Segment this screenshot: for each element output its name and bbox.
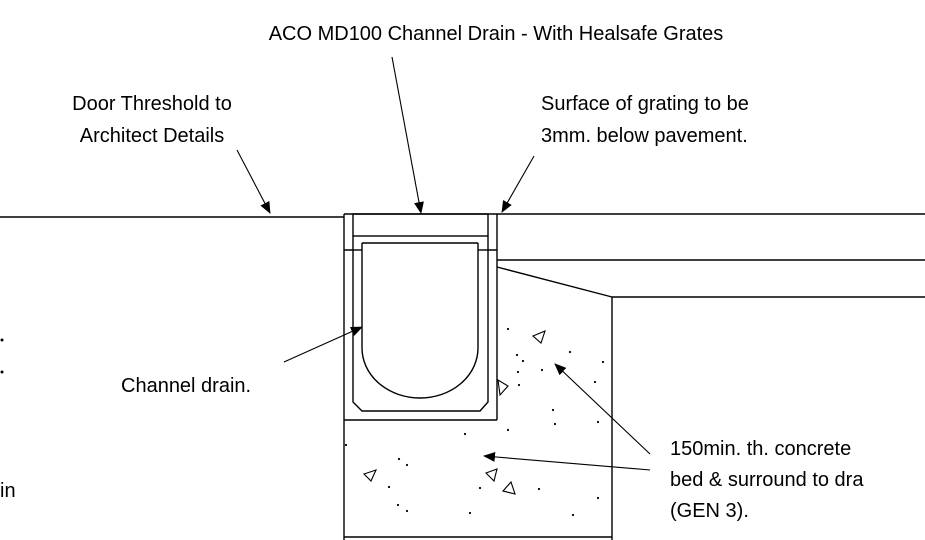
aggregate-triangle <box>497 378 509 397</box>
left-cut-period-1 <box>0 338 4 342</box>
aggregate-dot <box>405 509 409 513</box>
aggregate-dot <box>596 420 600 424</box>
aggregate-dot <box>553 422 557 426</box>
aggregate-triangle <box>501 480 516 495</box>
aggregate-dot <box>396 503 400 507</box>
aggregate-dot <box>387 485 391 489</box>
aggregate-dot <box>517 383 521 387</box>
door-threshold-label-line1: Door Threshold to <box>72 93 232 115</box>
concrete-note-line2: bed & surround to dra <box>670 469 864 491</box>
concrete-note-line3: (GEN 3). <box>670 500 749 522</box>
concrete-chamfer-line <box>496 266 613 298</box>
aggregate-triangle <box>362 469 378 482</box>
surface-note-line1: Surface of grating to be <box>541 93 749 115</box>
aggregate-dot <box>344 443 348 447</box>
left-cut-period-2 <box>0 370 4 374</box>
aggregate-dot <box>506 327 510 331</box>
concrete-aggregate-dots <box>344 327 605 517</box>
aggregate-dot <box>593 380 597 384</box>
channel-right-rebate <box>487 236 497 251</box>
channel-left-rebate <box>344 236 354 251</box>
aggregate-dot <box>516 370 520 374</box>
healsafe-grate <box>352 213 489 237</box>
door-threshold-label-line2: Architect Details <box>80 125 225 147</box>
aggregate-dot <box>405 463 409 467</box>
aggregate-dot <box>571 513 575 517</box>
left-cut-text: in <box>0 480 16 502</box>
surface-note-line2: 3mm. below pavement. <box>541 125 748 147</box>
drawing-title: ACO MD100 Channel Drain - With Healsafe … <box>269 23 724 45</box>
title-leader-arrow <box>391 56 424 214</box>
aggregate-dot <box>463 432 467 436</box>
channel-u-profile <box>361 243 479 399</box>
aggregate-dot <box>515 353 519 357</box>
aggregate-dot <box>540 368 544 372</box>
channel-drain-label: Channel drain. <box>121 375 251 397</box>
aggregate-dot <box>537 487 541 491</box>
aggregate-dot <box>478 486 482 490</box>
aggregate-dot <box>568 350 572 354</box>
aggregate-dot <box>397 457 401 461</box>
concrete-aggregate-hatch <box>362 330 546 495</box>
aggregate-dot <box>521 359 525 363</box>
aggregate-dot <box>596 496 600 500</box>
concrete-leader-arrow-lower <box>483 451 651 471</box>
door-threshold-leader-arrow <box>236 149 271 214</box>
aggregate-dot <box>601 360 605 364</box>
aggregate-dot <box>506 428 510 432</box>
surface-leader-arrow <box>501 155 535 213</box>
channel-body-inner-outline <box>352 250 489 412</box>
aggregate-dot <box>551 408 555 412</box>
concrete-leader-arrow-upper <box>554 363 651 455</box>
concrete-note-line1: 150min. th. concrete <box>670 438 851 460</box>
aggregate-triangle <box>485 468 498 483</box>
aggregate-triangle <box>531 330 546 344</box>
channel-drain-leader-arrow <box>283 326 363 363</box>
aggregate-dot <box>468 511 472 515</box>
